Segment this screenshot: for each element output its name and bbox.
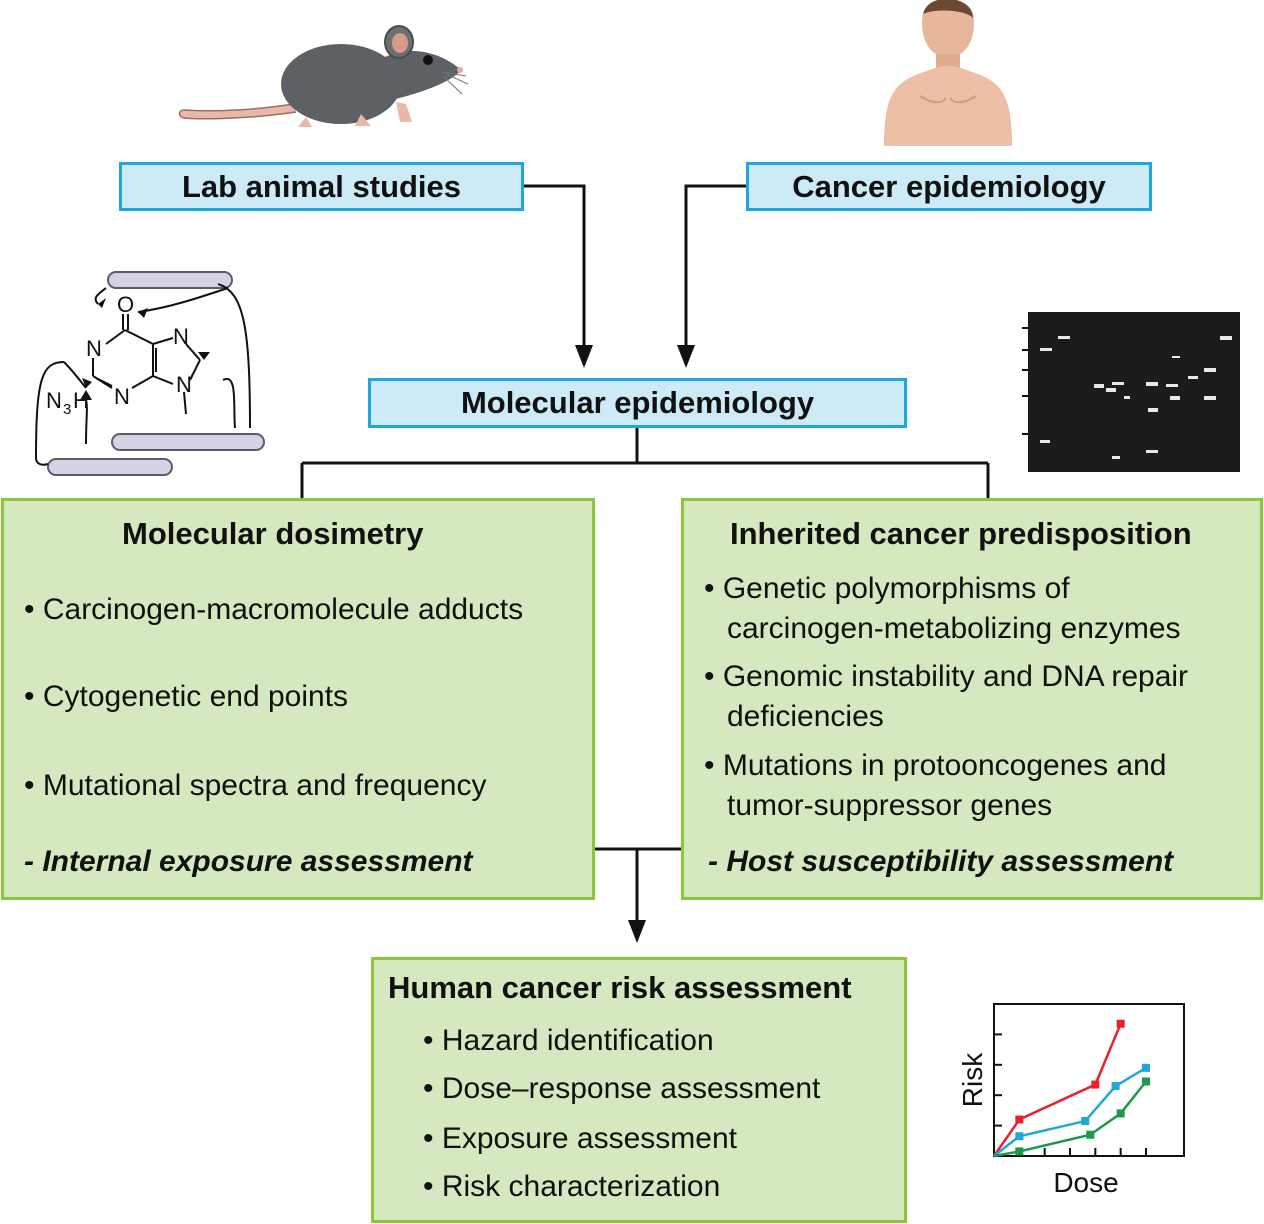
list-item: • Genomic instability and DNA repair <box>704 660 1189 693</box>
series-1-point-2 <box>1111 1082 1120 1091</box>
inherited-predisposition-title: Inherited cancer predisposition <box>730 516 1192 551</box>
risk-assessment-title: Human cancer risk assessment <box>388 970 852 1005</box>
list-item: • Carcinogen-macromolecule adducts <box>24 593 524 626</box>
list-item-continuation: carcinogen-metabolizing enzymes <box>727 612 1181 645</box>
series-2-point-3 <box>1142 1077 1150 1086</box>
epi-connector <box>684 184 748 355</box>
azide-n-label: N <box>46 388 62 413</box>
series-2-point-2 <box>1116 1109 1125 1118</box>
rat-icon <box>178 25 468 127</box>
series-1-point-3 <box>1142 1063 1150 1072</box>
chart-frame <box>993 1003 1185 1157</box>
list-item: • Genetic polymorphisms of <box>704 572 1070 605</box>
arrow-head-bottom <box>628 920 646 943</box>
series-2-point-1 <box>1086 1130 1095 1139</box>
dna-gel-image <box>1022 312 1240 472</box>
arrow-head-right <box>677 345 695 368</box>
series-0-point-1 <box>1091 1080 1100 1089</box>
list-item: • Dose–response assessment <box>423 1072 821 1105</box>
n9-label: N <box>176 372 192 397</box>
n1-label: N <box>86 336 102 361</box>
lab-connector <box>522 184 586 355</box>
list-item: • Exposure assessment <box>423 1122 737 1155</box>
x-axis-label: Dose <box>1053 1167 1118 1198</box>
guanine-adduct-molecule-icon: O N N N N N 3 H <box>35 271 265 476</box>
cancer-epidemiology-label: Cancer epidemiology <box>792 168 1106 204</box>
list-item: • Cytogenetic end points <box>24 680 349 713</box>
molecular-epidemiology-label: Molecular epidemiology <box>460 385 815 420</box>
internal-exposure-assessment-label: - Internal exposure assessment <box>24 845 473 878</box>
lab-animal-studies-box: Lab animal studies <box>119 162 524 211</box>
list-item: • Mutations in protooncogenes and <box>704 749 1167 782</box>
host-susceptibility-assessment-label: - Host susceptibility assessment <box>708 845 1174 878</box>
human-torso-icon <box>884 0 1012 146</box>
list-item: • Hazard identification <box>423 1024 714 1057</box>
molecular-dosimetry-box <box>1 498 595 900</box>
list-item: • Risk characterization <box>423 1170 721 1203</box>
series-line-0 <box>992 1023 1122 1157</box>
n3-label: N <box>114 384 130 409</box>
dose-risk-chart: Dose Risk <box>957 1003 1185 1198</box>
series-0-point-2 <box>1116 1019 1125 1028</box>
azide-subscript-label: 3 <box>63 401 71 418</box>
hydrogen-label: H <box>73 388 89 413</box>
list-item: • Mutational spectra and frequency <box>24 769 487 802</box>
oxygen-label: O <box>117 292 134 317</box>
lab-animal-studies-label: Lab animal studies <box>181 168 462 204</box>
molecular-dosimetry-title: Molecular dosimetry <box>122 516 424 551</box>
risk-assessment-box <box>371 957 907 1223</box>
inherited-predisposition-box <box>681 498 1263 900</box>
series-1-point-1 <box>1081 1117 1090 1126</box>
n7-label: N <box>173 324 189 349</box>
series-2-point-0 <box>1015 1147 1024 1156</box>
list-item-continuation: tumor-suppressor genes <box>727 789 1053 822</box>
arrow-head-left <box>575 345 593 368</box>
cancer-epidemiology-box: Cancer epidemiology <box>746 162 1152 211</box>
list-item-continuation: deficiencies <box>727 700 884 733</box>
series-1-point-0 <box>1015 1132 1024 1141</box>
molecular-epidemiology-box: Molecular epidemiology <box>368 378 907 428</box>
y-axis-label: Risk <box>957 1052 988 1107</box>
series-0-point-0 <box>1015 1115 1024 1124</box>
